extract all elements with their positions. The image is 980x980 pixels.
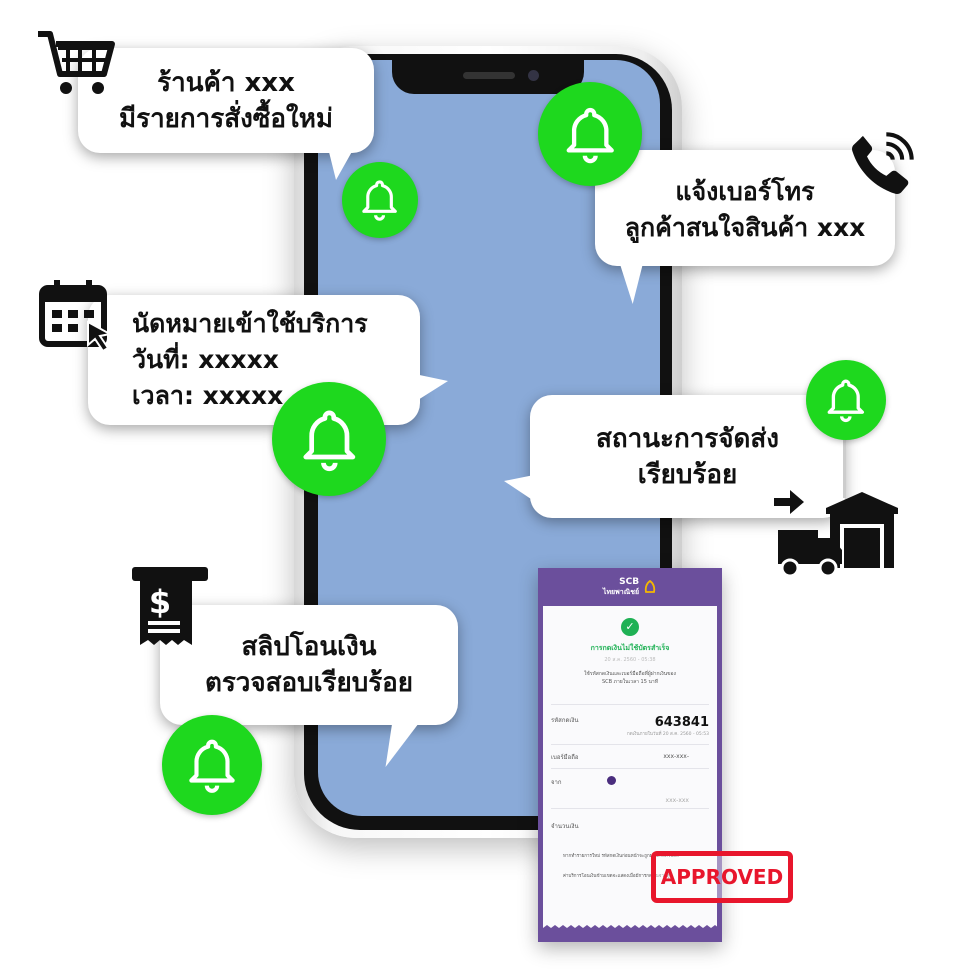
amount-label: จำนวนเงิน bbox=[551, 822, 579, 830]
zigzag-edge bbox=[543, 925, 717, 932]
shopping-cart-icon bbox=[38, 31, 115, 94]
delivery-truck-icon bbox=[774, 490, 898, 578]
connector-line bbox=[843, 430, 846, 498]
notification-new-order: ร้านค้า xxx มีรายการสั่งซื้อใหม่ bbox=[78, 48, 374, 180]
mobile-value: xxx-xxx- bbox=[663, 753, 689, 760]
calendar-icon bbox=[39, 280, 113, 353]
bank-name-th: ไทยพาณิชย์ bbox=[602, 588, 640, 596]
scb-logo-icon bbox=[644, 580, 656, 593]
notification-line: ตรวจสอบเรียบร้อย bbox=[204, 668, 414, 698]
mobile-row: เบอร์มือถือ xxx-xxx- bbox=[551, 744, 709, 768]
slip-status: การกดเงินไม่ใช้บัตรสำเร็จ bbox=[590, 644, 670, 652]
slip-footer-1: หากทำรายการใหม่ รหัสกดเงินก่อนหน้าจะถูกย… bbox=[563, 854, 680, 859]
svg-text:$: $ bbox=[149, 583, 171, 621]
bell-icon bbox=[806, 360, 886, 440]
bell-icon bbox=[342, 162, 418, 238]
notification-line: นัดหมายเข้าใช้บริการ bbox=[132, 309, 368, 338]
notification-line: วันที่: xxxxx bbox=[132, 345, 279, 374]
bell-icon bbox=[272, 382, 386, 496]
phone-speaker bbox=[463, 72, 515, 79]
bell-icon bbox=[538, 82, 642, 186]
notification-line: แจ้งเบอร์โทร bbox=[675, 177, 815, 206]
receipt-icon: $ bbox=[132, 567, 208, 645]
notification-slip-verified: สลิปโอนเงิน ตรวจสอบเรียบร้อย bbox=[160, 605, 458, 767]
slip-footer-2: ค่าบริการโอนเงินข้ามเขตจะแสดงเมื่อมีการก… bbox=[563, 874, 673, 879]
code-expiry: กดเงินภายในวันที่ 20 ส.ค. 2560 - 05:53 bbox=[627, 732, 709, 737]
withdraw-code: 643841 bbox=[654, 715, 709, 730]
from-account: xxx-xxx bbox=[665, 797, 689, 804]
amount-row: จำนวนเงิน bbox=[551, 808, 709, 842]
from-row: จาก xxx-xxx bbox=[551, 768, 709, 808]
phone-call-icon bbox=[852, 132, 914, 194]
notification-line: สถานะการจัดส่ง bbox=[596, 423, 779, 454]
approved-stamp: APPROVED bbox=[651, 851, 793, 903]
notification-appointment: นัดหมายเข้าใช้บริการ วันที่: xxxxx เวลา:… bbox=[88, 295, 448, 425]
notification-line: ลูกค้าสนใจสินค้า xxx bbox=[624, 213, 866, 242]
code-label: รหัสกดเงิน bbox=[551, 717, 579, 724]
phone-camera bbox=[528, 70, 539, 81]
slip-note: ใช้รหัสกดเงินและเบอร์มือถือที่ผู้ฝากเงิน… bbox=[583, 671, 676, 685]
bell-icon bbox=[162, 715, 262, 815]
notification-line: สลิปโอนเงิน bbox=[241, 632, 377, 662]
slip-date: 20 ส.ค. 2560 - 05:38 bbox=[604, 657, 656, 663]
notification-line: เวลา: xxxxx bbox=[132, 381, 284, 410]
bank-badge-icon bbox=[607, 776, 616, 785]
bank-name: SCB bbox=[619, 577, 640, 587]
from-label: จาก bbox=[551, 779, 562, 786]
slip-body: ✓ การกดเงินไม่ใช้บัตรสำเร็จ 20 ส.ค. 2560… bbox=[543, 606, 717, 932]
mobile-label: เบอร์มือถือ bbox=[551, 753, 579, 761]
notification-phone-lead: แจ้งเบอร์โทร ลูกค้าสนใจสินค้า xxx bbox=[595, 150, 895, 304]
code-row: รหัสกดเงิน 643841 bbox=[551, 704, 709, 738]
notification-line: มีรายการสั่งซื้อใหม่ bbox=[118, 103, 334, 134]
notification-line: ร้านค้า xxx bbox=[157, 67, 295, 98]
notification-line: เรียบร้อย bbox=[637, 459, 738, 490]
success-check-icon: ✓ bbox=[621, 618, 639, 636]
